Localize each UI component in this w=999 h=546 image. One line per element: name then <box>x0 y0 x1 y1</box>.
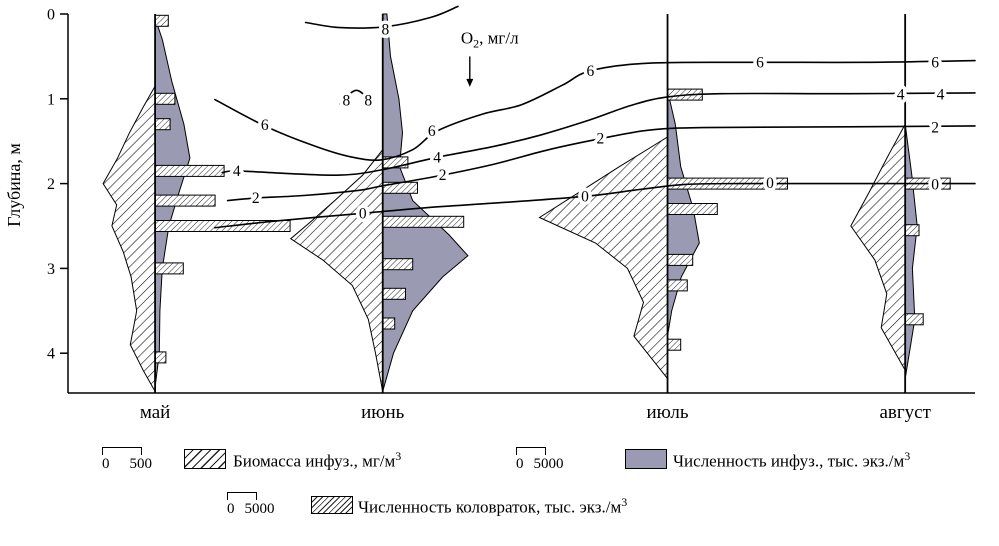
rotifer-bar <box>154 118 171 131</box>
y-tick-label: 1 <box>47 91 55 108</box>
rotifer-bar <box>154 194 216 207</box>
month-profile-май: май <box>102 14 291 423</box>
month-profile-июль: июль <box>538 14 788 423</box>
isoline-label: 2 <box>931 120 939 137</box>
isoline-2 <box>226 125 976 202</box>
biomass-polygon <box>289 148 384 392</box>
legend-swatch-biomass <box>184 449 226 469</box>
oxygen-isolines <box>214 5 976 229</box>
month-profile-август: август <box>850 14 951 423</box>
scale-bracket-icon <box>516 447 546 455</box>
isoline-label: 6 <box>756 54 764 71</box>
rotifer-bar <box>154 92 176 105</box>
scale-bracket-icon <box>102 447 142 455</box>
isoline-label: 8 <box>343 93 351 110</box>
scale-max: 500 <box>129 456 153 472</box>
rotifer-bar <box>382 215 465 228</box>
legend-swatch-abundance <box>625 449 667 469</box>
legend-label-rotifers: Численность коловраток, тыс. экз./м3 <box>358 495 627 518</box>
scale-numbers: 0 5000 <box>227 501 275 518</box>
scale-bracket-icon <box>227 492 257 500</box>
isoline-label: 4 <box>937 87 945 104</box>
isoline-label: 6 <box>261 117 269 134</box>
rotifer-bar <box>904 224 920 237</box>
legend-label-sup: 3 <box>904 449 911 463</box>
y-axis-label: Глубина, м <box>4 143 24 227</box>
isoline-6 <box>214 59 976 161</box>
month-profile-июнь: июнь <box>289 13 469 423</box>
oxygen-annotation: O2, мг/л <box>461 29 519 51</box>
isoline-label: 2 <box>252 190 260 207</box>
legend-label-abundance: Численность инфуз., тыс. экз./м3 <box>673 449 910 472</box>
isoline-label: 6 <box>428 123 436 140</box>
isoline-label: 2 <box>597 131 605 148</box>
isoline-label: 0 <box>931 176 939 193</box>
rotifer-bar <box>382 181 419 194</box>
legend-label-text: Биомасса инфуз., мг/м <box>233 451 396 471</box>
annotation-arrowhead-icon <box>466 78 474 87</box>
isoline-label: 2 <box>439 167 447 184</box>
isoline-label: 8 <box>364 93 372 110</box>
legend-swatch-rotifers <box>311 496 353 514</box>
rotifer-bar <box>667 253 694 266</box>
isoline-8 <box>304 5 459 29</box>
scale-numbers: 0 500 <box>102 456 152 473</box>
month-label: август <box>879 402 931 423</box>
rotifer-bar <box>382 317 396 330</box>
scale-bar-biomass: 0 500 <box>102 447 152 473</box>
isoline-4 <box>221 92 976 177</box>
scale-min: 0 <box>227 501 235 517</box>
legend-label-text: Численность инфуз., тыс. экз./м <box>673 451 905 471</box>
rotifer-bar <box>154 14 169 27</box>
rotifer-bar <box>154 164 225 177</box>
month-label: май <box>140 402 171 423</box>
y-tick-label: 0 <box>47 7 55 24</box>
month-label: июнь <box>361 402 405 423</box>
rotifer-bar <box>667 279 688 292</box>
rotifer-bar <box>667 203 718 215</box>
scale-max: 5000 <box>244 501 275 517</box>
legend-label-text: Численность коловраток, тыс. экз./м <box>358 497 622 517</box>
axes: 0 1 2 3 4 <box>47 7 975 394</box>
abundance-polygon <box>904 124 918 379</box>
scale-numbers: 0 5000 <box>516 456 564 473</box>
isoline-label: 0 <box>359 205 367 222</box>
scale-bar-rotifers: 0 5000 <box>227 492 275 518</box>
isoline-label: 6 <box>587 63 595 80</box>
scale-min: 0 <box>102 456 110 472</box>
y-tick-label: 3 <box>47 261 55 278</box>
rotifer-bar <box>904 313 924 326</box>
isoline-label: 4 <box>433 149 441 166</box>
biomass-polygon <box>538 136 668 381</box>
rotifer-bar <box>667 338 682 351</box>
biomass-polygon <box>850 123 906 373</box>
isoline-label: 8 <box>382 21 390 38</box>
scale-bar-abundance: 0 5000 <box>516 447 564 473</box>
isoline-label: 6 <box>931 54 939 71</box>
rotifer-bar <box>382 287 407 300</box>
rotifer-bar <box>154 351 167 364</box>
isoline-label: 4 <box>233 163 241 180</box>
isoline-label: 0 <box>766 175 774 192</box>
rotifer-bar <box>154 262 184 275</box>
month-label: июль <box>647 402 689 423</box>
scale-min: 0 <box>516 456 524 472</box>
legend-label-biomass: Биомасса инфуз., мг/м3 <box>233 449 401 472</box>
isoline-8 <box>339 89 374 105</box>
rotifer-bar <box>382 258 414 271</box>
biomass-polygon <box>102 84 156 394</box>
legend-label-sup: 3 <box>395 449 402 463</box>
isoline-label: 0 <box>581 188 589 205</box>
y-tick-label: 4 <box>47 346 55 363</box>
isoline-label: 4 <box>897 87 905 104</box>
scale-max: 5000 <box>533 456 564 472</box>
isoline-0 <box>214 182 976 229</box>
legend-label-sup: 3 <box>621 495 628 509</box>
y-tick-label: 2 <box>47 176 55 193</box>
abundance-polygon <box>382 13 469 392</box>
